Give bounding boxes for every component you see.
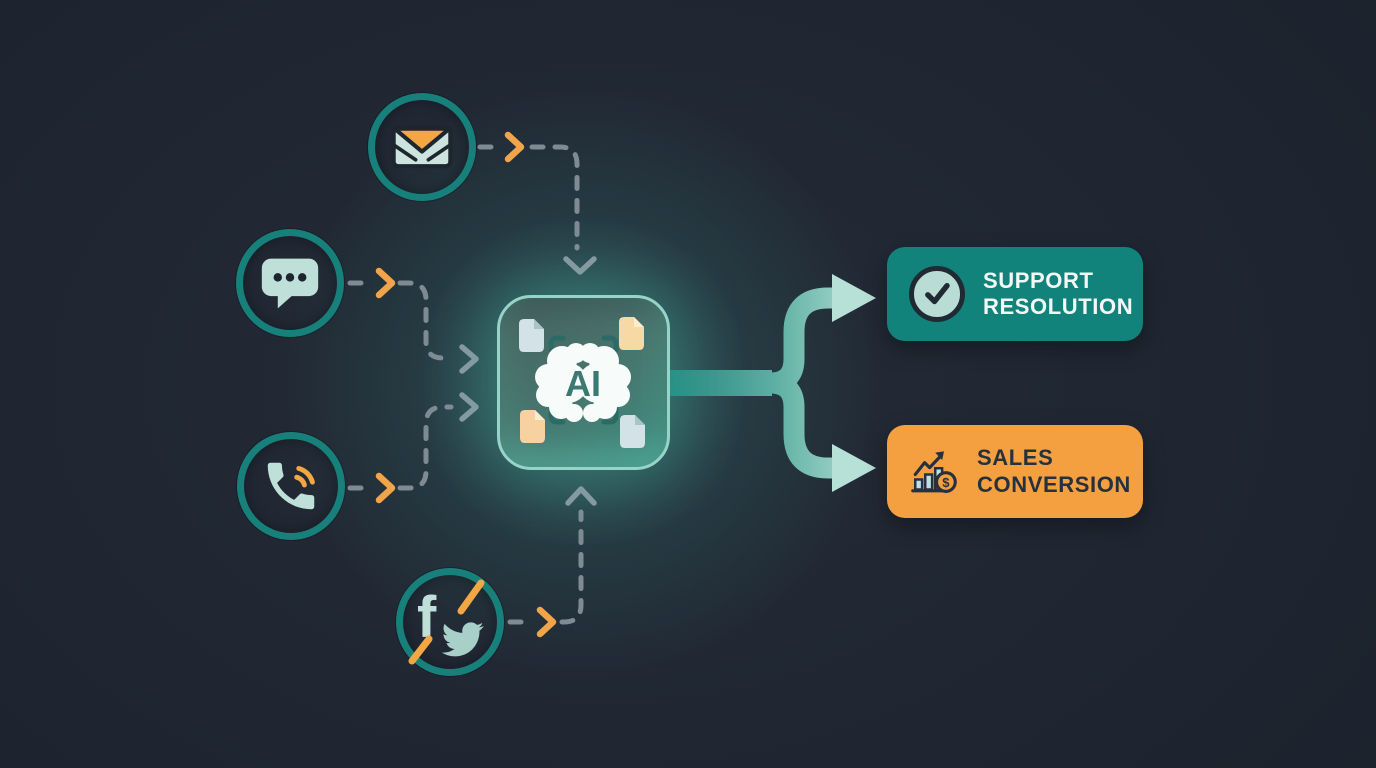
orange-chevrons: [375, 131, 557, 638]
document-icon-top-left: [519, 319, 544, 352]
sales-conversion-label: SALES CONVERSION: [977, 445, 1131, 497]
sales-conversion-node: $ SALES CONVERSION: [887, 425, 1143, 518]
ai-label: AI: [565, 363, 601, 404]
chat-chevron-icon: [375, 267, 396, 299]
chat-icon: [261, 258, 319, 309]
document-icon-top-right: [619, 317, 644, 350]
document-icon-bottom-right: [620, 415, 645, 448]
flow-split-arrow: [660, 274, 876, 492]
brain-icon: [535, 343, 631, 422]
phone-icon: [267, 462, 315, 510]
dollar-coin-icon: [934, 470, 957, 493]
arrow-right-upper-icon: [459, 344, 479, 374]
support-resolution-label: SUPPORT RESOLUTION: [983, 267, 1134, 319]
twitter-icon: [441, 622, 484, 657]
arrow-down-icon: [563, 256, 597, 275]
slash-divider-upper: [457, 579, 485, 615]
email-icon: [391, 125, 453, 169]
flow-arrowhead-sales: [832, 444, 876, 492]
dollar-sign: $: [942, 475, 950, 490]
slash-divider-lower: [408, 635, 433, 665]
facebook-icon: f: [417, 585, 437, 650]
gray-chevrons: [459, 256, 597, 506]
social-channel-node: f: [396, 568, 504, 676]
phone-chevron-icon: [375, 472, 396, 504]
check-icon: [909, 266, 965, 322]
document-icon-bottom-left: [520, 410, 545, 443]
scan-brackets: [548, 335, 619, 425]
phone-channel-node: [237, 432, 345, 540]
email-channel-node: [368, 93, 476, 201]
arrow-up-icon: [565, 486, 597, 506]
email-chevron-icon: [504, 131, 525, 163]
dashed-connectors: [347, 144, 584, 625]
flow-arrowhead-support: [832, 274, 876, 322]
sales-growth-icon: $: [911, 450, 957, 493]
arrow-right-lower-icon: [459, 392, 479, 422]
ai-core-node: AI: [497, 295, 670, 470]
social-icons: f: [408, 579, 485, 665]
chat-channel-node: [236, 229, 344, 337]
ai-core-graphic: AI: [519, 317, 645, 448]
social-chevron-icon: [536, 606, 557, 638]
support-resolution-node: SUPPORT RESOLUTION: [887, 247, 1143, 341]
